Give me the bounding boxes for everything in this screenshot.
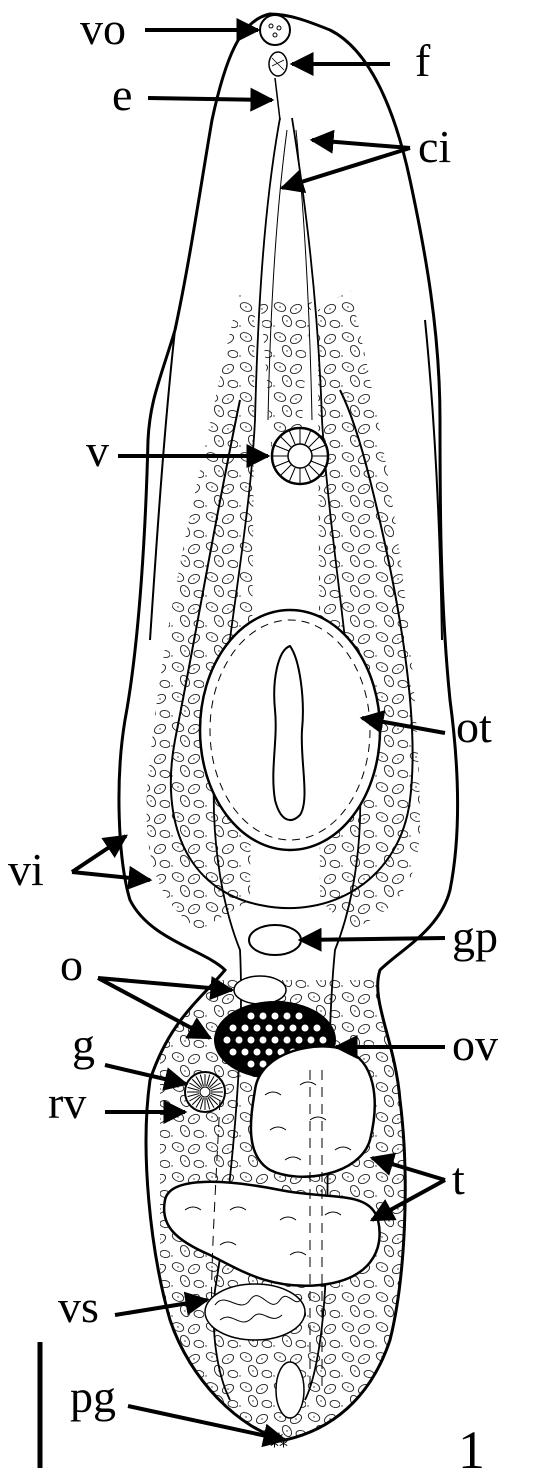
seminal-vesicle (205, 1284, 305, 1340)
oral-sucker (260, 15, 290, 45)
label-f: f (415, 35, 431, 86)
label-o: o (60, 939, 83, 990)
organ-ot (200, 610, 380, 850)
svg-text:⁂: ⁂ (270, 1431, 288, 1451)
ventral-sucker (272, 428, 328, 484)
label-rv: rv (48, 1077, 86, 1128)
label-e: e (112, 69, 132, 120)
label-vs: vs (58, 1281, 99, 1332)
label-gp: gp (452, 911, 498, 962)
label-vi: vi (8, 844, 44, 895)
label-pg: pg (70, 1371, 116, 1422)
testis-anterior (251, 1046, 375, 1176)
label-v: v (86, 425, 109, 476)
label-ci: ci (418, 121, 451, 172)
gland-g (185, 1072, 225, 1112)
label-vo: vo (80, 3, 126, 54)
genital-pore (249, 925, 301, 955)
figure-number: 1 (458, 1420, 485, 1475)
gland-pg (276, 1362, 304, 1418)
label-ov: ov (452, 1019, 498, 1070)
label-g: g (72, 1019, 95, 1070)
esophagus (275, 78, 280, 120)
label-t: t (452, 1153, 465, 1204)
label-ot: ot (456, 701, 492, 752)
